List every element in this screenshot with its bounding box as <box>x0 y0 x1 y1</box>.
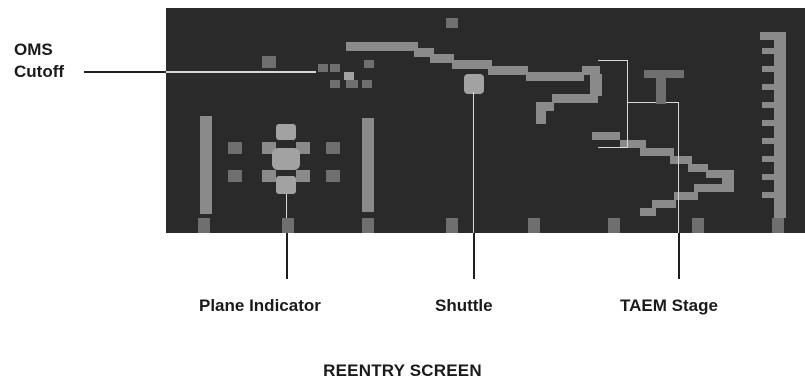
oms-cutoff-label-line1: OMS <box>14 40 53 59</box>
shuttle-leader-line <box>473 233 475 279</box>
taem-t-marker-bar <box>644 70 684 78</box>
plane-indicator-label: Plane Indicator <box>199 296 321 315</box>
screen-caption: REENTRY SCREEN <box>323 361 482 380</box>
shuttle-pointer-line <box>473 92 474 233</box>
shuttle-sprite <box>464 74 484 94</box>
top-marker-block <box>446 18 458 28</box>
taem-t-marker-stem <box>656 76 666 104</box>
oms-cutoff-label-line2: Cutoff <box>14 62 65 81</box>
taem-stage-label: TAEM Stage <box>620 296 718 315</box>
plane-indicator-pointer-line <box>286 194 287 233</box>
oms-cutoff-leader-line-outside <box>84 71 166 73</box>
marker-block-left <box>262 56 276 68</box>
reentry-game-screen <box>166 8 805 233</box>
plane-indicator-leader-line <box>286 233 288 279</box>
oms-cutoff-leader-line-inside <box>166 71 316 73</box>
shuttle-label: Shuttle <box>435 296 493 315</box>
taem-stage-leader-line <box>678 233 680 279</box>
